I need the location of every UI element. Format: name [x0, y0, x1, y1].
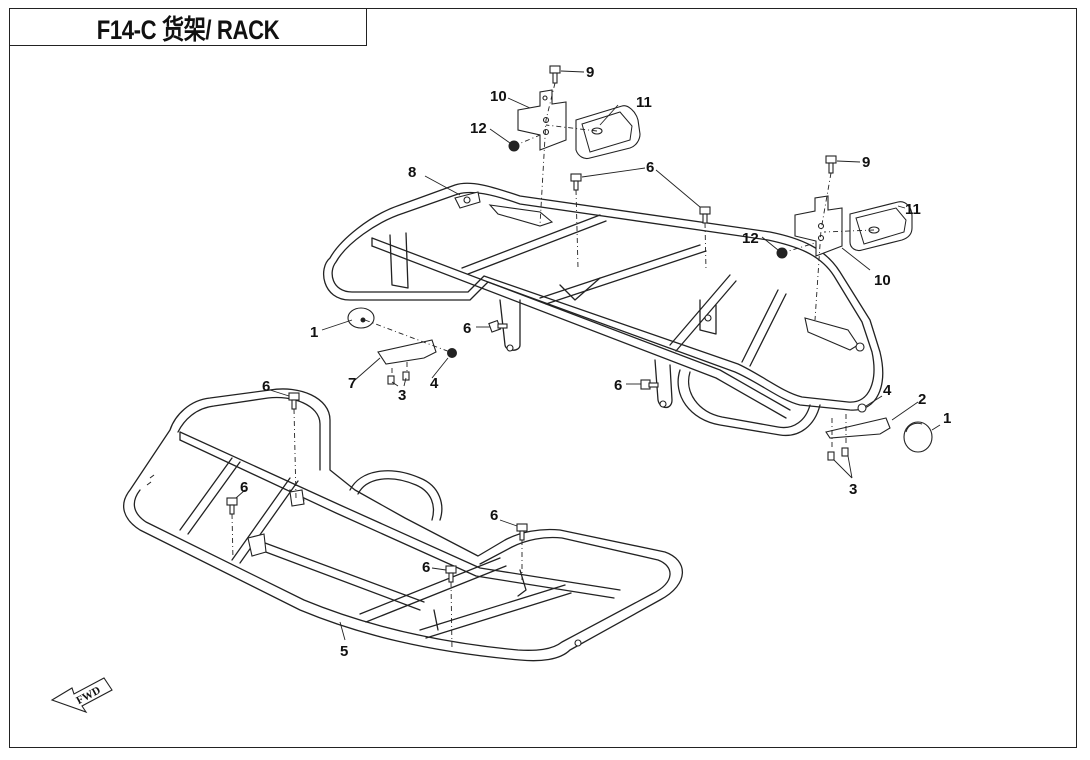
callout-10: 10: [874, 272, 891, 289]
callout-5: 5: [340, 643, 348, 660]
assembly-center-lines: [231, 82, 875, 651]
callout-6: 6: [646, 159, 654, 176]
fwd-arrow-icon: FWD: [50, 677, 113, 714]
reflector-left: [575, 105, 641, 160]
plate-bracket-left: [517, 89, 567, 151]
callout-6: 6: [240, 479, 248, 496]
callout-11: 11: [905, 201, 921, 218]
callout-7: 7: [348, 375, 356, 392]
callout-6: 6: [614, 377, 622, 394]
callout-3: 3: [398, 387, 406, 404]
callout-4: 4: [430, 375, 439, 392]
drawing-frame: [9, 8, 1077, 748]
callout-labels: 9 9 10 10 11 11 12 12 6 6 6 6 6 6 6 8 1 …: [240, 64, 951, 660]
bracket-7: [377, 339, 437, 365]
callout-3: 3: [849, 481, 857, 498]
leader-lines: [235, 70, 941, 641]
rear-rack-frame: [322, 182, 884, 437]
reflector-1-left: [347, 307, 375, 329]
callout-2: 2: [918, 391, 926, 408]
callout-6: 6: [422, 559, 430, 576]
screws-3: [387, 371, 849, 461]
callout-9: 9: [862, 154, 870, 171]
nut-4: [447, 348, 867, 413]
callout-9: 9: [586, 64, 594, 81]
callout-1: 1: [943, 410, 951, 427]
callout-12: 12: [742, 230, 759, 247]
bolt-9-left: [549, 65, 561, 84]
callout-6: 6: [463, 320, 471, 337]
callout-4: 4: [883, 382, 892, 399]
callout-10: 10: [490, 88, 507, 105]
callout-8: 8: [408, 164, 416, 181]
callout-6: 6: [262, 378, 270, 395]
bracket-2: [825, 417, 891, 439]
callout-1: 1: [310, 324, 318, 341]
callout-12: 12: [470, 120, 487, 137]
reflector-1-right: [903, 421, 933, 453]
bolts-6: [226, 173, 711, 583]
reflector-right: [849, 201, 913, 252]
page-title: F14-C 货架/ RACK: [96, 14, 280, 45]
front-rack-frame: [123, 388, 684, 662]
title-box: F14-C 货架/ RACK: [9, 8, 367, 46]
bolt-9-right: [825, 155, 837, 174]
callout-6: 6: [490, 507, 498, 524]
callout-11: 11: [636, 94, 652, 111]
